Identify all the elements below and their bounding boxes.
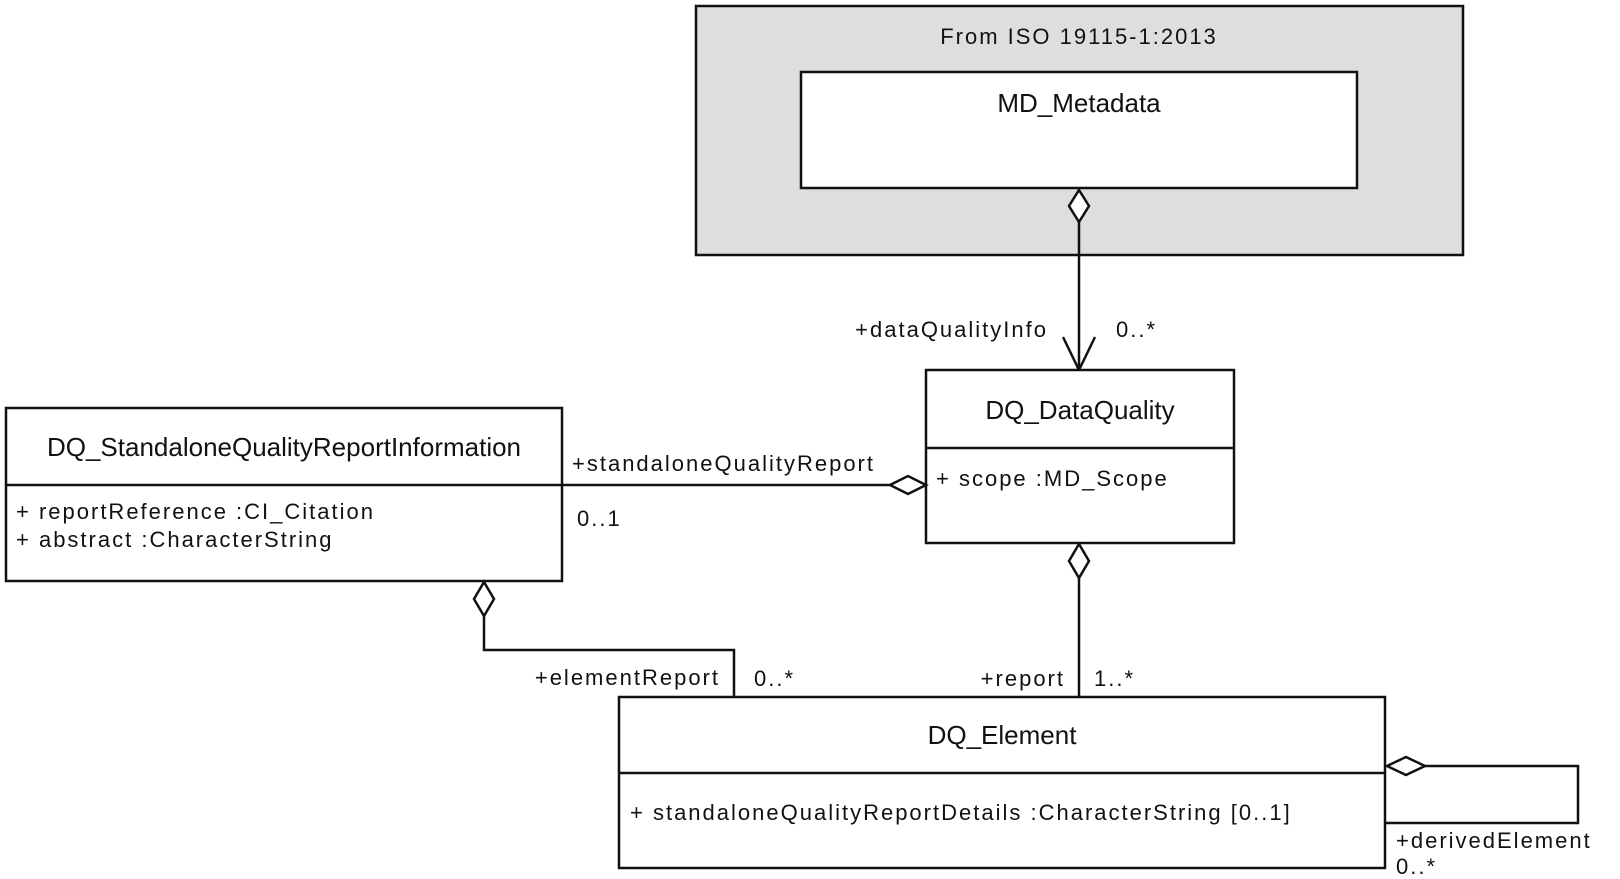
multiplicity-label: 1..* xyxy=(1094,666,1135,691)
class-dq-element[interactable]: DQ_Element + standaloneQualityReportDeta… xyxy=(617,695,1387,870)
role-label: +derivedElement xyxy=(1396,828,1592,853)
attribute-standalone-quality-report-details: + standaloneQualityReportDetails :Charac… xyxy=(630,800,1292,825)
class-md-metadata[interactable]: MD_Metadata xyxy=(799,70,1359,190)
aggregation-diamond xyxy=(1067,541,1091,581)
multiplicity-label: 0..* xyxy=(1396,854,1437,879)
class-name: DQ_Element xyxy=(928,720,1078,750)
association-element-report: +elementReport 0..* xyxy=(472,579,795,697)
attribute-abstract: + abstract :CharacterString xyxy=(16,527,334,552)
aggregation-diamond xyxy=(1067,187,1091,225)
role-label: +elementReport xyxy=(535,665,720,690)
role-label: +standaloneQualityReport xyxy=(572,451,875,476)
class-name: DQ_StandaloneQualityReportInformation xyxy=(47,432,521,462)
class-dq-dataquality[interactable]: DQ_DataQuality + scope :MD_Scope xyxy=(924,368,1236,545)
association-derived-element: +derivedElement 0..* xyxy=(1384,755,1592,879)
aggregation-diamond xyxy=(1384,755,1428,777)
association-report: +report 1..* xyxy=(981,541,1135,697)
multiplicity-label: 0..1 xyxy=(577,506,622,531)
aggregation-diamond xyxy=(472,579,496,619)
class-dq-standalone-quality-report-information[interactable]: DQ_StandaloneQualityReportInformation + … xyxy=(4,406,564,583)
multiplicity-label: 0..* xyxy=(754,666,795,691)
association-standalone-quality-report: +standaloneQualityReport 0..1 xyxy=(562,451,929,531)
role-label: +report xyxy=(981,666,1065,691)
multiplicity-label: 0..* xyxy=(1116,317,1157,342)
class-name: DQ_DataQuality xyxy=(985,395,1174,425)
package-title: From ISO 19115-1:2013 xyxy=(940,24,1218,49)
attribute-scope: + scope :MD_Scope xyxy=(936,466,1169,491)
class-name: MD_Metadata xyxy=(997,88,1161,118)
role-label: +dataQualityInfo xyxy=(855,317,1048,342)
attribute-report-reference: + reportReference :CI_Citation xyxy=(16,499,375,524)
aggregation-diamond xyxy=(887,474,929,496)
association-data-quality-info: +dataQualityInfo 0..* xyxy=(855,187,1157,373)
